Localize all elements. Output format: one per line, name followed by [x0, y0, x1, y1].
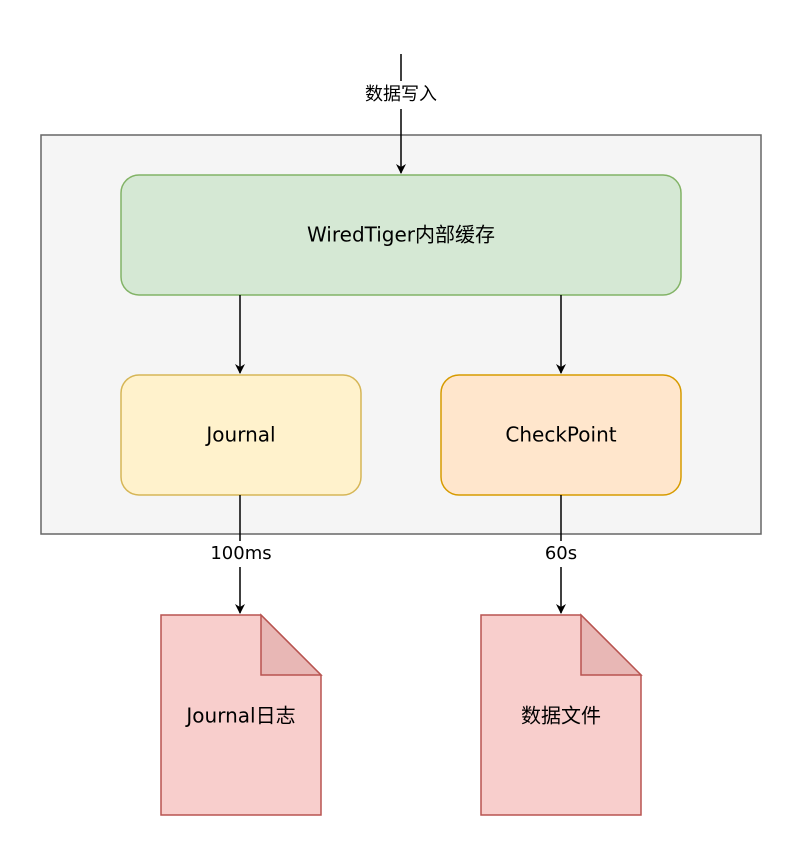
journal-node: Journal — [120, 374, 362, 496]
journal-file-node: Journal日志 — [160, 613, 323, 816]
journal-interval-bg — [203, 541, 279, 567]
data-file-label: 数据文件 — [521, 704, 601, 728]
journal-file-label: Journal日志 — [184, 704, 295, 728]
cache-node: WiredTiger内部缓存 — [120, 174, 682, 296]
journal-node-label: Journal — [204, 423, 275, 447]
cache-node-label: WiredTiger内部缓存 — [307, 223, 495, 247]
checkpoint-interval-bg — [538, 541, 584, 567]
data-file-node: 数据文件 — [480, 613, 643, 816]
journal-file-fold — [260, 613, 323, 676]
data-file-fold — [580, 613, 643, 676]
checkpoint-node: CheckPoint — [440, 374, 682, 496]
journal-node-box — [120, 374, 362, 496]
checkpoint-interval-label: 60s — [545, 543, 577, 564]
cache-node-box — [120, 174, 682, 296]
journal-interval-label: 100ms — [210, 543, 271, 564]
input-label-bg — [352, 81, 450, 109]
input-label: 数据写入 — [365, 84, 437, 105]
checkpoint-node-label: CheckPoint — [505, 423, 616, 447]
